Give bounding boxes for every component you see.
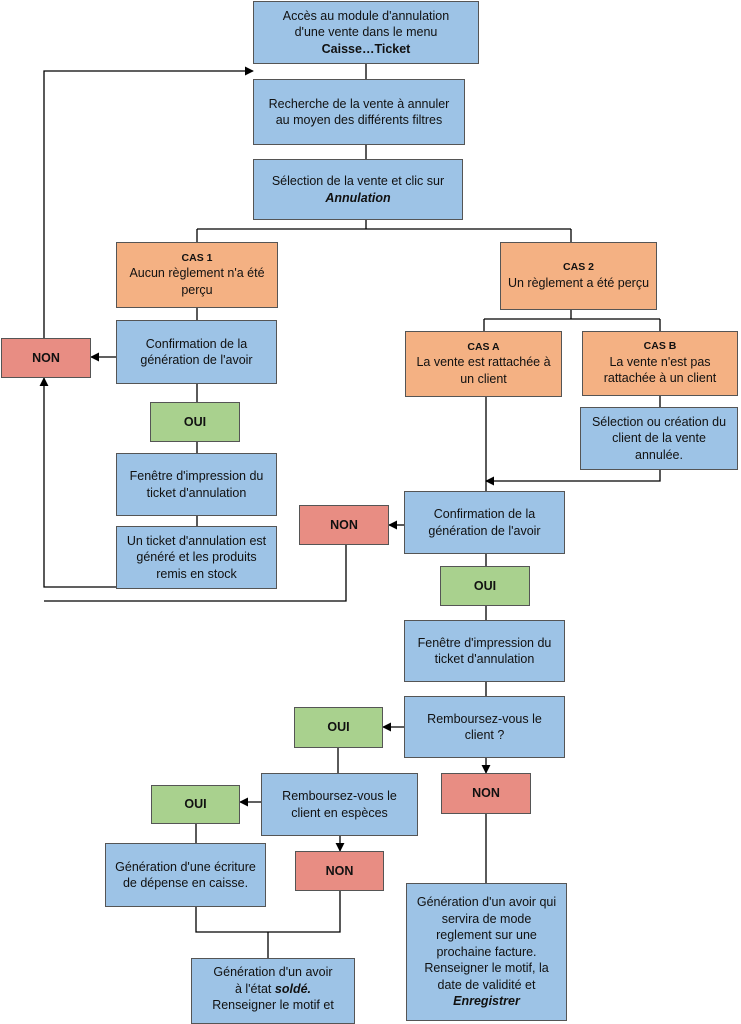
case2-text: Un règlement a été perçu: [507, 275, 650, 290]
cash-question-text: Remboursez-vous le client en espèces: [282, 789, 397, 820]
step-access-module: Accès au module d'annulation d'une vente…: [253, 1, 479, 64]
expense-entry: Génération d'une écriture de dépense en …: [105, 843, 266, 907]
step-select-sale: Sélection de la vente et clic sur Annula…: [253, 159, 463, 220]
connector-result-loop: [39, 377, 116, 588]
case1-yes: OUI: [150, 402, 240, 442]
step-access-line1: Accès au module d'annulation: [282, 8, 450, 23]
case1-ticket-generated: Un ticket d'annulation est généré et les…: [116, 526, 277, 589]
case1-print-text: Fenêtre d'impression du ticket d'annulat…: [129, 469, 264, 500]
step-search-text: Recherche de la vente à annuler au moyen…: [268, 96, 450, 128]
case2b-select-client: Sélection ou création du client de la ve…: [580, 407, 738, 470]
step-access-line2: d'une vente dans le menu: [294, 25, 438, 40]
connector-select-merge: [485, 470, 661, 486]
connector-no1-loop: [43, 66, 254, 338]
case2b-select-text: Sélection ou création du client de la ve…: [591, 414, 727, 462]
case2b-text: La vente n'est pas rattachée à un client: [603, 354, 717, 386]
case1-tag: CAS 1: [181, 251, 213, 264]
case1-box: CAS 1 Aucun règlement n'a été perçu: [116, 242, 278, 308]
credit-settled-line1: Génération d'un avoir: [213, 965, 333, 979]
case2a-box: CAS A La vente est rattachée à un client: [405, 331, 562, 397]
cash-no-label: NON: [325, 863, 354, 878]
refund-question: Remboursez-vous le client ?: [404, 696, 565, 758]
refund-no-label: NON: [472, 786, 500, 801]
case1-print-window: Fenêtre d'impression du ticket d'annulat…: [116, 453, 277, 516]
case1-confirm-credit: Confirmation de la génération de l'avoir: [116, 320, 277, 384]
case2b-tag: CAS B: [643, 340, 677, 353]
credit-settled: Génération d'un avoir à l'état soldé. Re…: [191, 958, 355, 1024]
case2-confirm-text: Confirmation de la génération de l'avoir: [428, 507, 541, 538]
step-access-menu: Caisse…Ticket: [321, 41, 411, 56]
credit-note-action: Enregistrer: [453, 994, 520, 1009]
case1-text: Aucun règlement n'a été perçu: [129, 266, 265, 297]
case1-no-label: NON: [32, 350, 60, 365]
step-select-text: Sélection de la vente et clic sur: [271, 174, 445, 188]
case1-yes-label: OUI: [183, 414, 207, 429]
case2a-tag: CAS A: [467, 340, 500, 353]
case2-print-text: Fenêtre d'impression du ticket d'annulat…: [417, 635, 552, 667]
case1-no: NON: [1, 338, 91, 378]
case2a-text: La vente est rattachée à un client: [416, 355, 551, 386]
case1-confirm-text: Confirmation de la génération de l'avoir: [140, 336, 253, 368]
step-search-sale: Recherche de la vente à annuler au moyen…: [253, 79, 465, 145]
case2-yes-label: OUI: [473, 578, 497, 593]
case2-tag: CAS 2: [563, 260, 594, 273]
expense-text: Génération d'une écriture de dépense en …: [115, 859, 256, 891]
credit-note-generation: Génération d'un avoir qui servira de mod…: [406, 883, 567, 1021]
case2-yes: OUI: [440, 566, 530, 606]
case2-confirm-credit: Confirmation de la génération de l'avoir: [404, 491, 565, 554]
cash-yes-label: OUI: [184, 797, 207, 812]
case2-print-window: Fenêtre d'impression du ticket d'annulat…: [404, 620, 565, 682]
case2-no: NON: [299, 505, 389, 545]
cash-refund-question: Remboursez-vous le client en espèces: [261, 773, 418, 836]
case1-result-text: Un ticket d'annulation est généré et les…: [126, 533, 267, 581]
cash-yes: OUI: [151, 785, 240, 824]
case2b-box: CAS B La vente n'est pas rattachée à un …: [582, 331, 738, 396]
refund-no: NON: [441, 773, 531, 814]
credit-settled-line3: Renseigner le motif et: [212, 998, 334, 1012]
refund-yes-label: OUI: [327, 720, 350, 735]
cash-no: NON: [295, 851, 384, 891]
step-select-action: Annulation: [325, 190, 391, 205]
credit-note-text: Génération d'un avoir qui servira de mod…: [416, 895, 557, 992]
refund-question-text: Remboursez-vous le client ?: [427, 711, 542, 743]
refund-yes: OUI: [294, 707, 383, 748]
case2-box: CAS 2 Un règlement a été perçu: [500, 242, 657, 310]
credit-settled-prefix: à l'état: [234, 981, 272, 996]
connector-no2-loop: [44, 545, 347, 602]
credit-settled-line2: à l'état soldé.: [235, 981, 311, 998]
case2-no-label: NON: [330, 517, 358, 532]
credit-settled-state: soldé.: [274, 981, 312, 996]
